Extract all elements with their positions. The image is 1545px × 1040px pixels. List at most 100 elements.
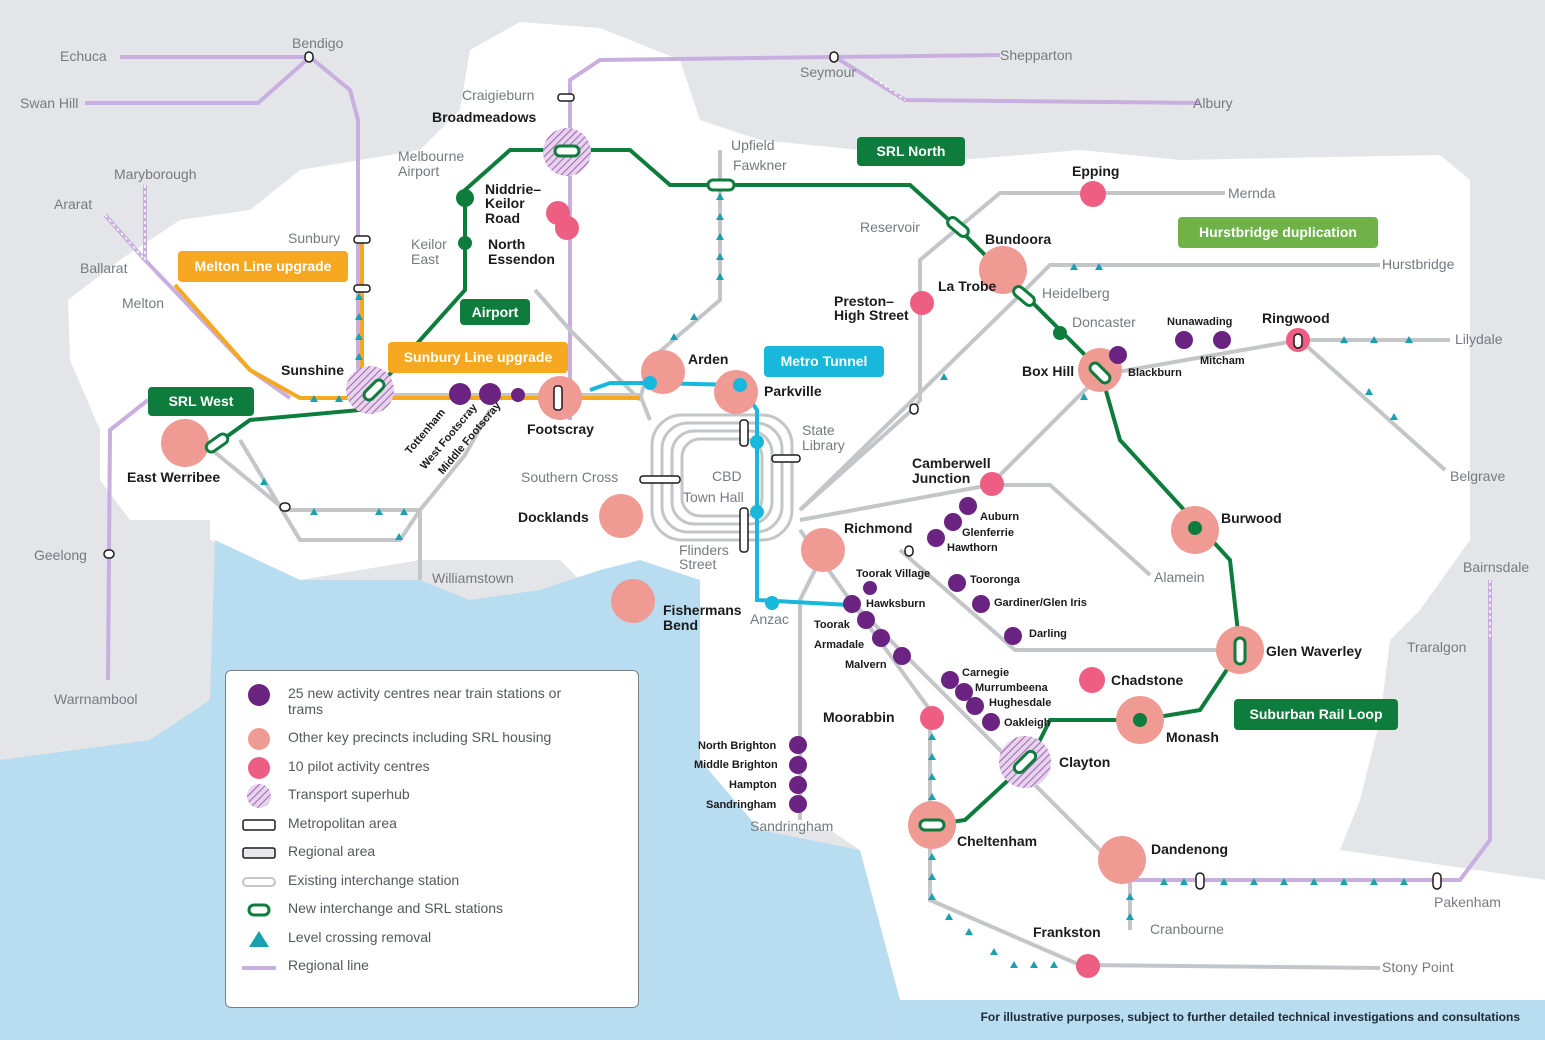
svg-text:Fishermans: Fishermans [663, 602, 742, 618]
svg-text:North Brighton: North Brighton [698, 740, 776, 752]
svg-text:Box Hill: Box Hill [1022, 363, 1074, 379]
svg-text:Auburn: Auburn [980, 511, 1019, 523]
svg-text:Glen Waverley: Glen Waverley [1266, 643, 1362, 659]
svg-text:Glenferrie: Glenferrie [962, 527, 1014, 539]
svg-text:East: East [411, 251, 439, 267]
svg-text:Epping: Epping [1072, 163, 1119, 179]
svg-text:Craigieburn: Craigieburn [462, 87, 534, 103]
svg-text:Melton: Melton [122, 295, 164, 311]
existing-interchange-icon [242, 876, 276, 887]
svg-text:Junction: Junction [912, 470, 970, 486]
map-legend: 25 new activity centres near train stati… [225, 670, 639, 1008]
tag-srl-west: SRL West [148, 387, 254, 416]
svg-text:Darling: Darling [1029, 628, 1067, 640]
svg-text:Tooronga: Tooronga [970, 574, 1021, 586]
svg-text:North: North [488, 236, 525, 252]
svg-text:Pakenham: Pakenham [1434, 894, 1501, 910]
water-east [880, 1000, 1545, 1040]
svg-text:Sunshine: Sunshine [281, 362, 344, 378]
svg-text:Hawthorn: Hawthorn [947, 542, 998, 554]
svg-text:Ballarat: Ballarat [80, 260, 128, 276]
svg-text:State: State [802, 422, 835, 438]
svg-text:Sandringham: Sandringham [750, 818, 833, 834]
svg-text:Keilor: Keilor [485, 195, 525, 211]
blue-dots [643, 376, 779, 610]
svg-text:Arden: Arden [688, 351, 728, 367]
new-interchange-icon [247, 903, 271, 917]
svg-text:Doncaster: Doncaster [1072, 314, 1136, 330]
metro-station-icon [242, 818, 276, 831]
svg-text:SRL North: SRL North [877, 143, 946, 159]
svg-text:Upfield: Upfield [731, 137, 775, 153]
svg-text:Clayton: Clayton [1059, 754, 1110, 770]
svg-text:Oakleigh: Oakleigh [1004, 717, 1051, 729]
svg-text:Maryborough: Maryborough [114, 166, 197, 182]
legend-item: Regional line [242, 957, 638, 986]
svg-text:High Street: High Street [834, 307, 909, 323]
legend-item: 25 new activity centres near train stati… [242, 684, 638, 729]
legend-item: New interchange and SRL stations [242, 900, 638, 929]
svg-text:Dandenong: Dandenong [1151, 841, 1228, 857]
svg-text:Richmond: Richmond [844, 520, 912, 536]
svg-text:Airport: Airport [472, 304, 519, 320]
tag-metro-tunnel: Metro Tunnel [764, 346, 884, 377]
svg-text:Moorabbin: Moorabbin [823, 709, 895, 725]
svg-text:Murrumbeena: Murrumbeena [975, 682, 1049, 694]
svg-text:Swan Hill: Swan Hill [20, 95, 78, 111]
legend-item: Level crossing removal [242, 929, 638, 958]
svg-text:Ararat: Ararat [54, 196, 92, 212]
svg-text:Sunbury: Sunbury [288, 230, 340, 246]
tag-airport: Airport [460, 299, 530, 325]
tag-suburban-rail-loop: Suburban Rail Loop [1234, 699, 1398, 730]
svg-text:Bairnsdale: Bairnsdale [1463, 559, 1529, 575]
svg-text:Bendigo: Bendigo [292, 35, 344, 51]
legend-item: Regional area [242, 843, 638, 872]
svg-text:Town Hall: Town Hall [683, 489, 744, 505]
svg-text:Alamein: Alamein [1154, 569, 1205, 585]
legend-item: Metropolitan area [242, 815, 638, 844]
legend-item: Transport superhub [242, 784, 638, 815]
svg-text:Traralgon: Traralgon [1407, 639, 1466, 655]
svg-text:Melton Line upgrade: Melton Line upgrade [195, 258, 332, 274]
svg-text:Library: Library [802, 437, 845, 453]
svg-text:Albury: Albury [1193, 95, 1233, 111]
svg-text:East Werribee: East Werribee [127, 469, 220, 485]
svg-text:Parkville: Parkville [764, 383, 822, 399]
svg-text:Metro Tunnel: Metro Tunnel [781, 353, 868, 369]
svg-text:Lilydale: Lilydale [1455, 331, 1503, 347]
regional-dashes [104, 74, 1491, 640]
purple-dot-icon [248, 684, 270, 706]
legend-item: Existing interchange station [242, 872, 638, 901]
svg-text:CBD: CBD [712, 468, 742, 484]
svg-text:Keilor: Keilor [411, 236, 447, 252]
svg-text:Malvern: Malvern [845, 659, 887, 671]
svg-text:Gardiner/Glen Iris: Gardiner/Glen Iris [994, 597, 1087, 609]
svg-text:Airport: Airport [398, 163, 439, 179]
stations [103, 51, 1442, 890]
svg-text:Road: Road [485, 210, 520, 226]
svg-text:Nunawading: Nunawading [1167, 316, 1232, 328]
svg-text:SRL West: SRL West [169, 393, 234, 409]
svg-text:Carnegie: Carnegie [962, 667, 1009, 679]
svg-text:Sandringham: Sandringham [706, 799, 777, 811]
pilot-circles [546, 181, 1310, 978]
svg-text:Essendon: Essendon [488, 251, 555, 267]
svg-text:Belgrave: Belgrave [1450, 468, 1505, 484]
svg-text:Flinders: Flinders [679, 542, 729, 558]
regional-line-icon [242, 966, 276, 970]
svg-text:Bundoora: Bundoora [985, 231, 1051, 247]
svg-text:Seymour: Seymour [800, 64, 856, 80]
svg-text:Toorak: Toorak [814, 619, 851, 631]
tag-sunbury-line-upgrade: Sunbury Line upgrade [388, 342, 568, 373]
svg-text:Armadale: Armadale [814, 639, 864, 651]
hatched-circle-icon [247, 784, 271, 808]
svg-text:Footscray: Footscray [527, 421, 594, 437]
svg-text:Fawkner: Fawkner [733, 157, 787, 173]
svg-text:Mernda: Mernda [1228, 185, 1276, 201]
svg-text:Mitcham: Mitcham [1200, 355, 1245, 367]
svg-text:Suburban Rail Loop: Suburban Rail Loop [1250, 706, 1383, 722]
svg-text:Frankston: Frankston [1033, 924, 1101, 940]
svg-text:Camberwell: Camberwell [912, 455, 991, 471]
svg-text:Blackburn: Blackburn [1128, 367, 1182, 379]
